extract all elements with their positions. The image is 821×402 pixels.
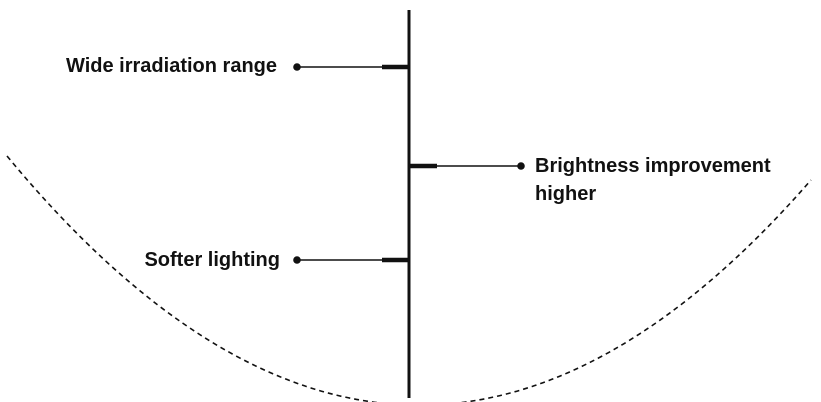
callout-dot-brightness (517, 162, 525, 170)
label-brightness-line2: higher (535, 183, 597, 205)
callout-dot-wide (293, 63, 301, 71)
label-wide-irradiation-range: Wide irradiation range (66, 55, 277, 77)
label-softer-lighting: Softer lighting (144, 249, 280, 271)
callout-dot-softer (293, 256, 301, 264)
label-brightness-line1: Brightness improvement (535, 155, 771, 177)
label-brightness-improvement: Brightness improvement higher (535, 152, 771, 208)
